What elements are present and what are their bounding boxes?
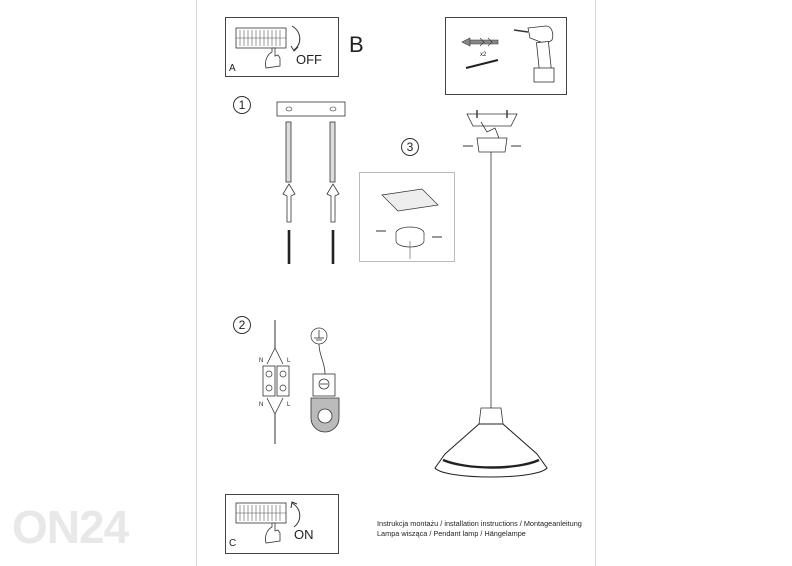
switch-panel-icon	[235, 502, 287, 524]
drill-icon	[513, 25, 555, 83]
hand-icon	[265, 47, 281, 69]
footer-line-1: Instrukcja montażu / installation instru…	[377, 519, 582, 528]
wall-plug-icon	[461, 37, 499, 47]
footer-line-2: Lampa wisząca / Pendant lamp / Hängelamp…	[377, 529, 526, 538]
panel-c-label: ON	[294, 527, 314, 542]
ground-icon	[310, 327, 340, 433]
panel-b-letter: B	[349, 32, 364, 57]
hand-icon	[265, 522, 281, 544]
panel-a-letter: A	[229, 63, 236, 74]
panel-c: ON C	[225, 494, 339, 554]
step-1-marker: 1	[233, 96, 251, 114]
step-2-marker: 2	[233, 316, 251, 334]
wire-label-l-top: L	[287, 358, 291, 364]
quantity-label: x2	[480, 52, 487, 58]
panel-a-label: OFF	[296, 52, 322, 67]
step-3-detail	[359, 172, 455, 262]
tools-panel: x2	[445, 17, 567, 95]
wire-label-n-top: N	[259, 358, 264, 364]
switch-panel-icon	[235, 27, 287, 49]
panel-a: OFF A	[225, 17, 339, 77]
footer-caption: Instrukcja montażu / installation instru…	[377, 519, 582, 539]
mounting-bracket-diagram	[276, 101, 346, 264]
wire-label-l-bottom: L	[287, 402, 291, 408]
screw-icon	[465, 59, 499, 69]
pendant-lamp-icon	[434, 110, 548, 478]
arrow-icon	[290, 501, 301, 528]
screw-icon	[285, 121, 336, 183]
watermark-logo: ON24	[12, 501, 129, 553]
terminal-block-icon	[262, 320, 290, 444]
wire-label-n-bottom: N	[259, 402, 264, 408]
arrow-icon	[290, 25, 301, 52]
canopy-detail-icon	[376, 188, 442, 259]
instruction-sheet: OFF A B x2 1	[196, 0, 596, 566]
wall-plug-icon	[282, 183, 340, 223]
panel-c-letter: C	[229, 538, 237, 549]
step-3-marker: 3	[401, 138, 419, 156]
